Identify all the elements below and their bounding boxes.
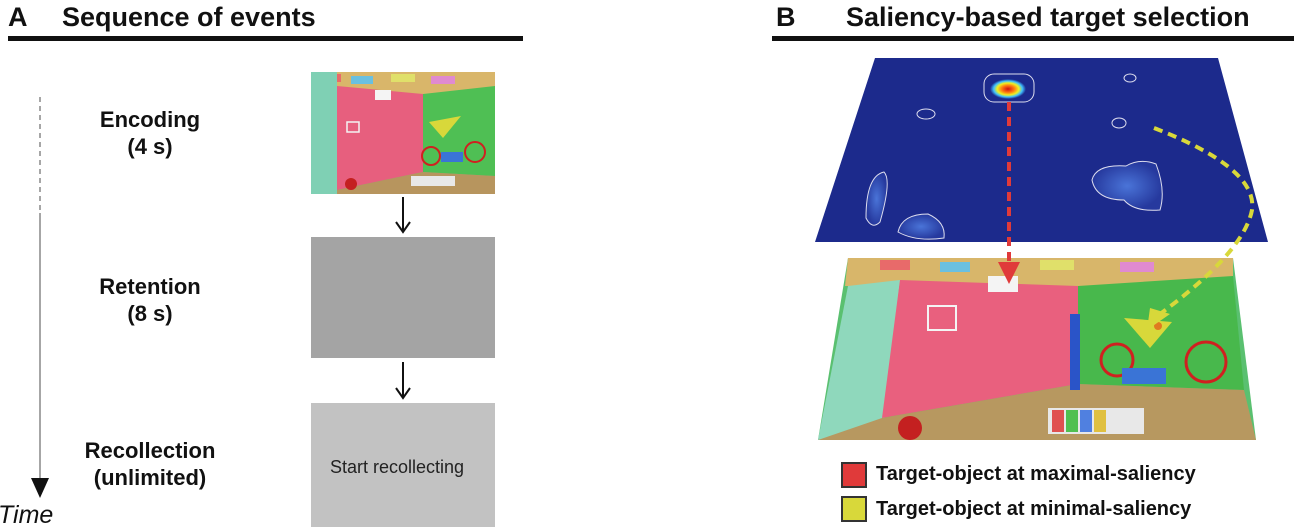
stage-label-recollection: Recollection (unlimited)	[70, 437, 230, 491]
recollection-screen: Start recollecting	[311, 403, 495, 527]
legend-swatch-max	[841, 462, 867, 488]
panel-a-letter: A	[8, 2, 28, 32]
retention-duration: (8 s)	[127, 301, 173, 326]
encoding-label: Encoding	[99, 107, 201, 132]
encoding-duration: (4 s)	[127, 134, 173, 159]
stage-label-encoding: Encoding (4 s)	[70, 106, 230, 160]
panel-b-letter: B	[776, 2, 796, 32]
recollection-duration: (unlimited)	[93, 465, 207, 490]
stage-label-retention: Retention (8 s)	[70, 273, 230, 327]
retention-label: Retention	[99, 274, 201, 299]
legend-label-max: Target-object at maximal-saliency	[876, 463, 1196, 485]
time-label: Time	[0, 501, 54, 529]
panel-b-rule	[772, 36, 1294, 41]
legend-label-min: Target-object at minimal-saliency	[876, 498, 1192, 520]
panel-a-rule	[8, 36, 523, 41]
retention-screen	[311, 237, 495, 358]
recollection-screen-text: Start recollecting	[330, 457, 465, 477]
legend-swatch-min	[841, 496, 867, 522]
encoding-scene-image	[311, 72, 495, 194]
recollection-label: Recollection	[84, 438, 216, 463]
panel-b-title: Saliency-based target selection	[846, 2, 1250, 32]
panel-a-title: Sequence of events	[62, 2, 316, 32]
